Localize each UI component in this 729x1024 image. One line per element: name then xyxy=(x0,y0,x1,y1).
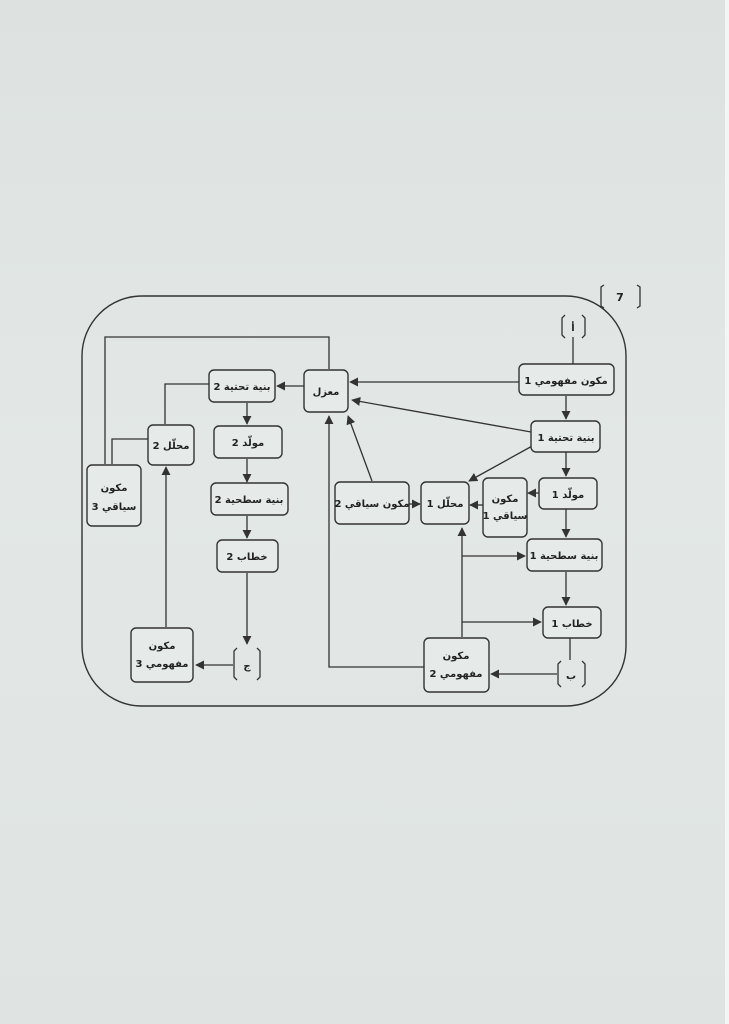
svg-text:مولّد 2: مولّد 2 xyxy=(232,435,264,449)
svg-text:مكون: مكون xyxy=(443,651,470,662)
page-number-bracket: 7 xyxy=(600,284,641,309)
arrow-deep1-analyzer1 xyxy=(468,444,535,482)
arrow-concept2-isolator xyxy=(324,415,424,668)
box-concept3: مكون مفهومي 3 xyxy=(130,627,194,683)
box-context1: مكون سياقي 1 xyxy=(482,477,528,538)
box-discourse2: خطاب 2 xyxy=(216,539,279,573)
box-gen1: مولّد 1 xyxy=(538,477,598,510)
outer-frame xyxy=(81,295,627,707)
box-gen2: مولّد 2 xyxy=(213,425,283,459)
svg-text:بنية تحتية 2: بنية تحتية 2 xyxy=(213,382,270,393)
label-ba: ب xyxy=(566,671,576,682)
label-alef-bracket: أ xyxy=(561,314,586,339)
svg-text:مكون: مكون xyxy=(492,494,519,505)
box-deep1: بنية تحتية 1 xyxy=(530,420,601,453)
box-analyzer1: محلّل 1 xyxy=(420,481,470,525)
page-edge xyxy=(725,0,729,1024)
svg-text:بنية تحتية 1: بنية تحتية 1 xyxy=(537,433,594,444)
svg-text:مكون: مكون xyxy=(149,641,176,652)
svg-text:خطاب 1: خطاب 1 xyxy=(551,619,592,630)
svg-text:محلّل 1: محلّل 1 xyxy=(427,496,464,510)
box-surface1: بنية سطحية 1 xyxy=(526,538,603,572)
arrow-deep1-isolator xyxy=(351,396,532,433)
box-isolator: معزل xyxy=(303,369,349,413)
svg-text:مكون سياقي 2: مكون سياقي 2 xyxy=(334,499,409,510)
label-ba-bracket: ب xyxy=(557,660,586,688)
box-concept2: مكون مفهومي 2 xyxy=(423,637,490,693)
svg-text:سياقي 1: سياقي 1 xyxy=(483,511,528,522)
box-context2: مكون سياقي 2 xyxy=(334,481,410,525)
svg-text:مفهومي 2: مفهومي 2 xyxy=(429,669,482,680)
svg-text:مولّد 1: مولّد 1 xyxy=(552,487,584,501)
svg-text:بنية سطحية 2: بنية سطحية 2 xyxy=(215,495,284,506)
box-discourse1: خطاب 1 xyxy=(542,606,602,639)
svg-text:معزل: معزل xyxy=(313,387,340,398)
svg-text:خطاب 2: خطاب 2 xyxy=(226,552,267,563)
svg-text:مفهومي 3: مفهومي 3 xyxy=(135,659,188,670)
svg-text:مكون: مكون xyxy=(101,483,128,494)
connectors xyxy=(104,336,574,679)
svg-text:مكون مفهومي 1: مكون مفهومي 1 xyxy=(524,376,607,387)
arrow-context2-isolator xyxy=(346,415,373,482)
label-alef: أ xyxy=(571,321,574,334)
svg-text:سياقي 3: سياقي 3 xyxy=(92,502,137,513)
line-isolator-context3 xyxy=(104,336,330,464)
label-jim-bracket: ج xyxy=(233,647,261,681)
box-analyzer2: محلّل 2 xyxy=(147,424,195,466)
label-jim: ج xyxy=(243,661,251,672)
box-context3: مكون سياقي 3 xyxy=(86,464,142,527)
line-analyzer2-context3 xyxy=(111,438,148,464)
page-number: 7 xyxy=(616,291,624,304)
box-surface2: بنية سطحية 2 xyxy=(210,482,289,516)
svg-text:محلّل 2: محلّل 2 xyxy=(153,438,190,452)
line-deep2-analyzer2 xyxy=(164,383,209,424)
box-concept1: مكون مفهومي 1 xyxy=(518,363,615,396)
box-deep2: بنية تحتية 2 xyxy=(208,369,276,403)
svg-text:بنية سطحية 1: بنية سطحية 1 xyxy=(530,551,599,562)
